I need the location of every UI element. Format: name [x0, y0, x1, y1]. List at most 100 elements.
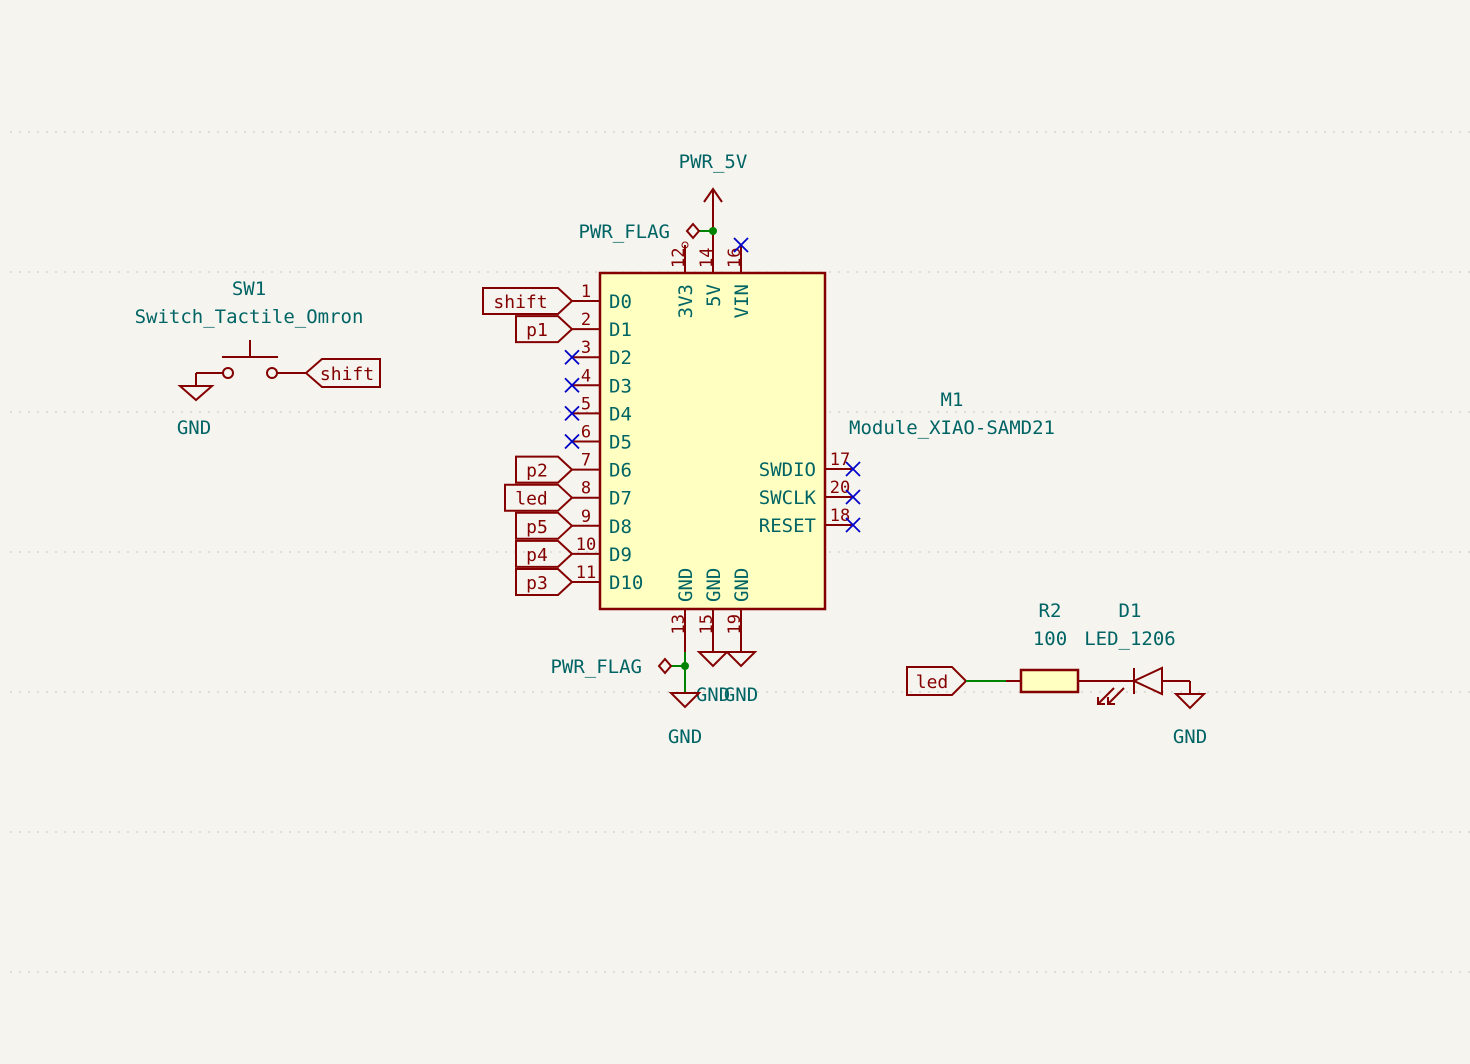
net-label-shift[interactable]: shift [482, 287, 574, 315]
gnd-pin19-label: GND [724, 684, 758, 706]
switch-symbol [195, 340, 306, 386]
pin-name: D9 [609, 544, 632, 566]
module-pin-swclk[interactable]: 20 SWCLK [759, 478, 861, 509]
net-label-led-circuit[interactable]: led [906, 666, 968, 696]
pwr-5v-symbol: PWR_5V [679, 151, 748, 231]
no-connect-marker [845, 461, 861, 477]
module-pin-d2[interactable]: 3 D2 [564, 338, 632, 369]
top-pins: 12 14 16 3V3 5V VIN [669, 231, 753, 318]
pin-number: 3 [581, 338, 591, 358]
pin-name: SWDIO [759, 459, 816, 481]
net-label-led[interactable]: led [504, 483, 574, 512]
pin-name: D10 [609, 572, 643, 594]
m1-reference: M1 [941, 389, 964, 411]
pin-number: 1 [581, 282, 591, 302]
pwr-flag-bottom: PWR_FLAG [550, 656, 689, 678]
net-label-text: p4 [526, 545, 548, 566]
module-pin-d8[interactable]: 9 D8 p5 [515, 507, 632, 540]
module-body[interactable] [598, 271, 827, 611]
net-label-text: led [515, 489, 548, 510]
module-pin-d0[interactable]: 1 D0 shift [482, 282, 632, 315]
pin-name: D4 [609, 403, 632, 425]
r2-value: 100 [1033, 628, 1067, 650]
module-pin-reset[interactable]: 18 RESET [759, 506, 861, 537]
pin-number: 17 [830, 450, 850, 470]
pin-number: 18 [830, 506, 850, 526]
net-label-p4[interactable]: p4 [515, 539, 574, 568]
pwr-flag-bottom-label: PWR_FLAG [550, 656, 642, 678]
pwr-flag-top: PWR_FLAG [578, 221, 717, 249]
pin-number: 4 [581, 366, 591, 386]
pin-name: D1 [609, 319, 632, 341]
d1-reference: D1 [1119, 600, 1142, 622]
pin-number: 12 [669, 248, 689, 268]
no-connect-marker [733, 237, 749, 253]
module-pin-d10[interactable]: 11 D10 p3 [515, 563, 643, 596]
resistor-r2[interactable]: R2 100 [1006, 600, 1120, 694]
pin-name: D0 [609, 291, 632, 313]
pin-name: GND [731, 568, 753, 602]
no-connect-marker [564, 349, 580, 365]
pwr-5v-label: PWR_5V [679, 151, 748, 173]
net-label-p5[interactable]: p5 [515, 511, 574, 540]
net-label-shift-switch[interactable]: shift [304, 358, 381, 388]
net-label-text: p2 [526, 461, 548, 482]
pin-name: 5V [703, 284, 725, 307]
net-label-text: shift [320, 364, 374, 385]
pin-number: 13 [669, 614, 689, 634]
gnd-pin15-symbol: GND [696, 651, 730, 706]
gnd-led-symbol: GND [1173, 693, 1207, 748]
pin-number: 11 [576, 563, 596, 583]
led-d1[interactable]: D1 LED_1206 [1084, 600, 1191, 705]
module-pin-d6[interactable]: 7 D6 p2 [515, 451, 632, 484]
pin-name: VIN [731, 284, 753, 318]
r2-reference: R2 [1039, 600, 1062, 622]
pin-number: 20 [830, 478, 850, 498]
module-pin-swdio[interactable]: 17 SWDIO [759, 450, 861, 481]
gnd-pin15-label: GND [696, 684, 730, 706]
gnd-main-symbol: GND [668, 652, 702, 748]
net-label-text: shift [493, 292, 547, 313]
gnd-pin19-symbol: GND [724, 651, 758, 706]
gnd-switch-symbol: GND [177, 385, 215, 439]
no-connect-marker [845, 489, 861, 505]
module-m1[interactable]: M1 Module_XIAO-SAMD21 12 14 16 3V3 5V VI… [482, 151, 1055, 748]
pin-name: D5 [609, 432, 632, 454]
pin-number: 6 [581, 423, 591, 443]
led-circuit[interactable]: led R2 100 D1 LED_1206 [906, 600, 1207, 748]
net-label-text: p1 [526, 320, 548, 341]
pin-number: 7 [581, 451, 591, 471]
pin-name: D2 [609, 347, 632, 369]
pin-number: 16 [725, 248, 745, 268]
pin-name: D6 [609, 460, 632, 482]
no-connect-marker [564, 433, 580, 450]
pwr-flag-top-label: PWR_FLAG [578, 221, 670, 243]
pin-number: 15 [697, 614, 717, 634]
net-label-p2[interactable]: p2 [515, 455, 574, 484]
net-label-p3[interactable]: p3 [515, 568, 574, 596]
net-label-text: led [916, 672, 949, 693]
net-label-text: p3 [526, 573, 548, 594]
net-label-p1[interactable]: p1 [515, 315, 574, 344]
module-pin-d5[interactable]: 6 D5 [564, 423, 632, 454]
module-pin-d1[interactable]: 2 D1 p1 [515, 310, 632, 344]
m1-value: Module_XIAO-SAMD21 [849, 417, 1055, 439]
pin-name: SWCLK [759, 487, 817, 509]
pin-name: GND [703, 568, 725, 602]
pin-number: 2 [581, 310, 591, 330]
pin-name: D8 [609, 516, 632, 538]
switch-sw1[interactable]: SW1 Switch_Tactile_Omron GND shift [135, 278, 381, 439]
pin-name: D7 [609, 488, 632, 510]
net-label-text: p5 [526, 517, 548, 538]
light-emission-arrows-icon [1097, 687, 1125, 705]
pin-name: RESET [759, 515, 816, 537]
pin-number: 9 [581, 507, 591, 527]
pin-name: 3V3 [675, 284, 697, 318]
pin-number: 14 [697, 248, 717, 268]
